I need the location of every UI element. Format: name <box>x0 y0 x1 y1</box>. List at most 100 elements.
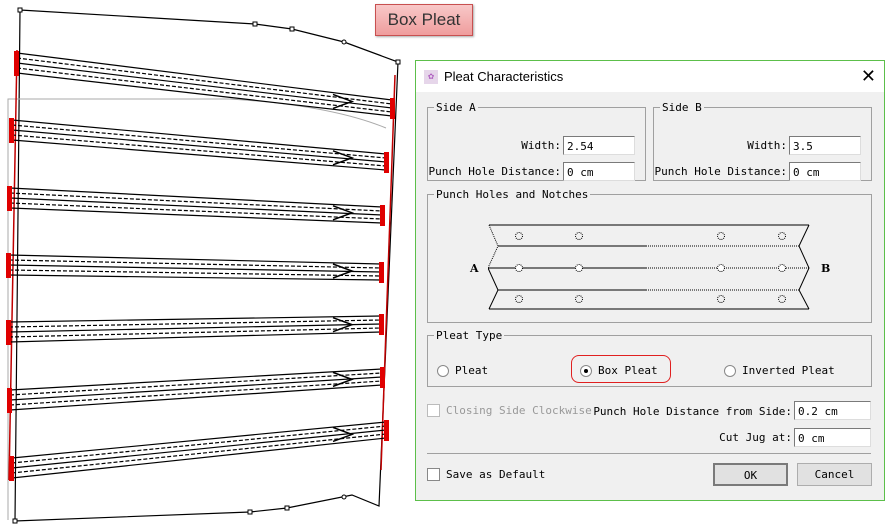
notch-marker[interactable] <box>380 367 385 372</box>
notch-marker[interactable] <box>9 466 14 471</box>
radio-pleat-circle[interactable] <box>437 364 449 377</box>
pleat-direction-chevron <box>332 426 355 443</box>
notch-marker[interactable] <box>14 61 19 66</box>
radio-inverted-pleat-circle[interactable] <box>724 364 736 377</box>
notch-marker[interactable] <box>9 471 14 476</box>
notch-marker[interactable] <box>14 51 19 56</box>
notch-marker[interactable] <box>6 325 11 330</box>
notch-marker[interactable] <box>380 379 385 384</box>
notch-marker[interactable] <box>9 476 14 481</box>
notch-marker[interactable] <box>14 56 19 61</box>
notch-marker[interactable] <box>379 266 384 271</box>
side-a-width-input[interactable]: 2.54 <box>563 136 635 155</box>
notch-marker[interactable] <box>384 168 389 173</box>
notch-marker[interactable] <box>9 456 14 461</box>
notch-marker[interactable] <box>7 186 12 191</box>
cut-jug-input[interactable]: 0 cm <box>794 428 871 447</box>
cut-jug-label: Cut Jug at: <box>719 431 792 444</box>
outline-points <box>12 7 401 524</box>
notch-marker[interactable] <box>379 322 384 327</box>
notch-marker[interactable] <box>9 128 14 133</box>
radio-inverted-pleat[interactable]: Inverted Pleat <box>724 364 835 377</box>
notch-marker[interactable] <box>9 118 14 123</box>
notch-marker[interactable] <box>384 424 389 429</box>
notch-marker[interactable] <box>9 123 14 128</box>
notch-marker[interactable] <box>380 383 385 388</box>
notch-marker[interactable] <box>390 106 395 111</box>
side-a-punch-input[interactable]: 0 cm <box>563 162 635 181</box>
notch-marker[interactable] <box>6 263 11 268</box>
ok-button[interactable]: OK <box>713 463 788 486</box>
notch-marker[interactable] <box>384 428 389 433</box>
notch-marker[interactable] <box>7 388 12 393</box>
notch-marker[interactable] <box>379 262 384 267</box>
side-b-width-input[interactable]: 3.5 <box>789 136 861 155</box>
notch-marker[interactable] <box>390 114 395 119</box>
notch-marker[interactable] <box>6 330 11 335</box>
notch-marker[interactable] <box>384 156 389 161</box>
notch-marker[interactable] <box>7 191 12 196</box>
notch-marker[interactable] <box>9 133 14 138</box>
radio-pleat[interactable]: Pleat <box>437 364 488 377</box>
notch-marker[interactable] <box>6 268 11 273</box>
notch-marker[interactable] <box>6 273 11 278</box>
save-default-checkbox[interactable]: Save as Default <box>427 468 545 481</box>
notch-marker[interactable] <box>379 318 384 323</box>
side-b-punch-input[interactable]: 0 cm <box>789 162 861 181</box>
closing-side-checkbox[interactable]: Closing Side Clockwise <box>427 404 592 417</box>
notch-marker[interactable] <box>6 335 11 340</box>
notch-marker[interactable] <box>379 330 384 335</box>
notch-marker[interactable] <box>384 420 389 425</box>
side-b-punch-label: Punch Hole Distance: <box>654 165 787 178</box>
notch-marker[interactable] <box>384 152 389 157</box>
radio-box-pleat-label: Box Pleat <box>598 364 658 377</box>
notch-marker[interactable] <box>7 408 12 413</box>
punch-from-side-input[interactable]: 0.2 cm <box>794 401 871 420</box>
notch-marker[interactable] <box>390 110 395 115</box>
notch-marker[interactable] <box>14 71 19 76</box>
pleat-characteristics-dialog: ✿ Pleat Characteristics ✕ Side A Width: … <box>415 60 885 501</box>
notch-marker[interactable] <box>9 138 14 143</box>
notch-marker[interactable] <box>379 326 384 331</box>
notch-marker[interactable] <box>6 253 11 258</box>
notch-marker[interactable] <box>380 213 385 218</box>
notch-marker[interactable] <box>384 160 389 165</box>
notch-marker[interactable] <box>390 102 395 107</box>
notch-marker[interactable] <box>379 270 384 275</box>
notch-marker[interactable] <box>9 461 14 466</box>
notch-marker[interactable] <box>7 196 12 201</box>
notch-marker[interactable] <box>6 320 11 325</box>
close-icon[interactable]: ✕ <box>860 66 876 86</box>
notch-marker[interactable] <box>384 432 389 437</box>
side-b-legend: Side B <box>662 101 702 114</box>
notch-marker[interactable] <box>7 393 12 398</box>
notch-marker[interactable] <box>390 98 395 103</box>
notch-marker[interactable] <box>384 164 389 169</box>
radio-box-pleat-circle[interactable] <box>580 364 592 377</box>
notch-marker[interactable] <box>380 221 385 226</box>
save-default-box[interactable] <box>427 468 440 481</box>
notch-marker[interactable] <box>380 371 385 376</box>
notch-marker[interactable] <box>379 274 384 279</box>
notch-marker[interactable] <box>380 217 385 222</box>
notch-marker[interactable] <box>384 436 389 441</box>
notch-marker[interactable] <box>7 398 12 403</box>
notch-marker[interactable] <box>7 201 12 206</box>
pleat-line <box>8 274 382 281</box>
pleat-line <box>9 207 383 224</box>
notch-marker[interactable] <box>379 278 384 283</box>
notch-marker[interactable] <box>380 205 385 210</box>
notch-marker[interactable] <box>14 66 19 71</box>
notch-marker[interactable] <box>380 375 385 380</box>
notch-marker[interactable] <box>6 340 11 345</box>
notch-marker[interactable] <box>7 206 12 211</box>
notch-marker[interactable] <box>380 209 385 214</box>
pleat-line <box>11 134 387 167</box>
notch-marker[interactable] <box>6 258 11 263</box>
notch-marker[interactable] <box>379 314 384 319</box>
notch-marker[interactable] <box>7 403 12 408</box>
cancel-button[interactable]: Cancel <box>797 463 872 486</box>
closing-side-box[interactable] <box>427 404 440 417</box>
radio-box-pleat[interactable]: Box Pleat <box>580 364 658 377</box>
